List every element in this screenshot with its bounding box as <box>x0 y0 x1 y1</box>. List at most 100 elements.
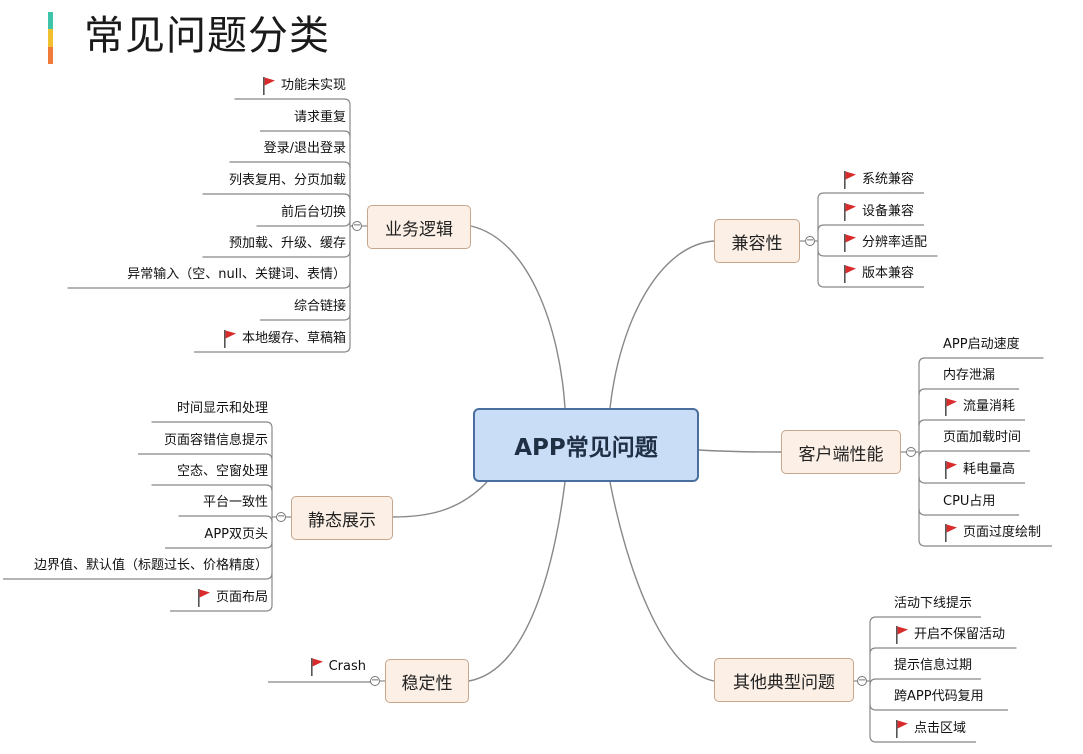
flag-icon <box>896 720 908 738</box>
leaf-item[interactable]: 边界值、默认值（标题过长、价格精度） <box>3 552 272 580</box>
leaf-item[interactable]: APP启动速度 <box>939 331 1024 359</box>
accent-bar-teal <box>48 12 53 30</box>
flag-icon <box>945 461 957 479</box>
connector-line <box>918 388 1019 396</box>
branch-compatibility[interactable]: 兼容性 <box>714 219 800 263</box>
leaf-item[interactable]: 活动下线提示 <box>890 590 976 618</box>
collapse-toggle-icon[interactable]: − <box>276 511 286 522</box>
connector-line <box>817 192 924 200</box>
leaf-label: 边界值、默认值（标题过长、价格精度） <box>33 558 268 573</box>
leaf-item[interactable]: 预加载、升级、缓存 <box>203 230 351 258</box>
leaf-item[interactable]: 页面过度绘制 <box>939 519 1045 547</box>
leaf-item[interactable]: 耗电量高 <box>939 456 1019 484</box>
connector-line <box>470 225 566 409</box>
leaf-label: 页面过度绘制 <box>963 525 1042 540</box>
central-topic[interactable]: APP常见问题 <box>473 408 699 482</box>
leaf-label: 设备兼容 <box>862 204 915 219</box>
accent-bar-orange <box>48 46 53 64</box>
leaf-item[interactable]: 设备兼容 <box>838 198 918 226</box>
leaf-label: 流量消耗 <box>963 399 1016 414</box>
leaf-item[interactable]: 系统兼容 <box>838 166 918 194</box>
leaf-item[interactable]: 内存泄漏 <box>939 362 999 390</box>
leaf-item[interactable]: 功能未实现 <box>235 72 351 100</box>
leaf-label: 分辨率适配 <box>862 235 928 250</box>
connector-line <box>918 419 1025 427</box>
collapse-toggle-icon[interactable]: − <box>352 220 362 231</box>
leaf-item[interactable]: 页面容错信息提示 <box>138 427 272 455</box>
leaf-label: 提示信息过期 <box>894 658 973 673</box>
leaf-item[interactable]: 列表复用、分页加载 <box>203 167 351 195</box>
flag-icon <box>262 77 275 95</box>
leaf-item[interactable]: 分辨率适配 <box>838 229 931 257</box>
leaf-item[interactable]: 版本兼容 <box>838 260 918 288</box>
leaf-item[interactable]: 流量消耗 <box>939 393 1019 421</box>
leaf-label: 页面加载时间 <box>943 430 1022 445</box>
leaf-label: CPU占用 <box>943 494 996 509</box>
page-title: 常见问题分类 <box>84 13 330 59</box>
leaf-label: 时间显示和处理 <box>176 401 268 416</box>
leaf-label: APP启动速度 <box>943 337 1020 352</box>
leaf-label: 页面容错信息提示 <box>163 433 268 448</box>
leaf-item[interactable]: 本地缓存、草稿箱 <box>194 325 350 353</box>
leaf-label: 活动下线提示 <box>894 596 973 611</box>
leaf-item[interactable]: 请求重复 <box>260 104 350 132</box>
connector-line <box>194 345 351 353</box>
collapse-toggle-icon[interactable]: − <box>906 446 916 457</box>
leaf-item[interactable]: 点击区域 <box>890 715 970 743</box>
connector-line <box>869 616 981 624</box>
leaf-item[interactable]: 空态、空窗处理 <box>152 458 273 486</box>
leaf-label: 版本兼容 <box>862 266 915 281</box>
connector-line <box>234 98 351 106</box>
branch-static-display[interactable]: 静态展示 <box>291 496 393 540</box>
collapse-toggle-icon[interactable]: − <box>857 675 867 686</box>
branch-stability[interactable]: 稳定性 <box>385 659 469 703</box>
leaf-label: 列表复用、分页加载 <box>228 173 346 188</box>
leaf-label: 本地缓存、草稿箱 <box>241 331 346 346</box>
connector-line <box>869 647 1017 655</box>
leaf-label: 请求重复 <box>293 110 346 125</box>
leaf-label: 综合链接 <box>293 299 346 314</box>
leaf-label: Crash <box>328 659 366 674</box>
leaf-item[interactable]: 提示信息过期 <box>890 652 976 680</box>
leaf-label: 系统兼容 <box>862 172 915 187</box>
collapse-toggle-icon[interactable]: − <box>805 235 815 246</box>
leaf-item[interactable]: Crash <box>255 653 371 681</box>
connector-line <box>869 678 981 686</box>
leaf-item[interactable]: 异常输入（空、null、关键词、表情） <box>68 261 351 289</box>
leaf-label: 点击区域 <box>914 721 967 736</box>
leaf-item[interactable]: 跨APP代码复用 <box>890 683 988 711</box>
connector-line <box>256 219 351 227</box>
leaf-item[interactable]: 前后台切换 <box>257 199 351 227</box>
leaf-item[interactable]: 页面布局 <box>170 584 272 612</box>
connector-line <box>817 249 938 257</box>
leaf-item[interactable]: 综合链接 <box>260 293 350 321</box>
leaf-item[interactable]: 登录/退出登录 <box>230 135 351 163</box>
connector-line <box>67 281 351 289</box>
branch-client-performance[interactable]: 客户端性能 <box>781 430 901 474</box>
connector-line <box>918 450 1030 458</box>
branch-typical-issues[interactable]: 其他典型问题 <box>714 658 854 702</box>
leaf-label: 前后台切换 <box>280 205 346 220</box>
connector-line <box>869 703 1008 711</box>
leaf-label: 内存泄漏 <box>943 368 996 383</box>
leaf-item[interactable]: CPU占用 <box>939 488 999 516</box>
branch-business-logic[interactable]: 业务逻辑 <box>367 205 471 249</box>
leaf-label: APP双页头 <box>204 527 268 542</box>
flag-icon <box>945 398 957 416</box>
connector-line <box>869 735 976 743</box>
leaf-item[interactable]: 平台一致性 <box>179 489 273 517</box>
leaf-item[interactable]: 时间显示和处理 <box>152 395 273 423</box>
flag-icon <box>844 234 856 252</box>
collapse-toggle-icon[interactable]: − <box>370 675 380 686</box>
flag-icon <box>310 658 323 676</box>
accent-bar-yellow <box>48 29 53 47</box>
connector-line <box>229 161 351 169</box>
leaf-item[interactable]: 页面加载时间 <box>939 424 1025 452</box>
leaf-label: 开启不保留活动 <box>914 627 1006 642</box>
leaf-item[interactable]: 开启不保留活动 <box>890 621 1009 649</box>
leaf-label: 预加载、升级、缓存 <box>228 236 346 251</box>
connector-line <box>202 193 351 201</box>
leaf-item[interactable]: APP双页头 <box>165 521 272 549</box>
flag-icon <box>223 330 236 348</box>
